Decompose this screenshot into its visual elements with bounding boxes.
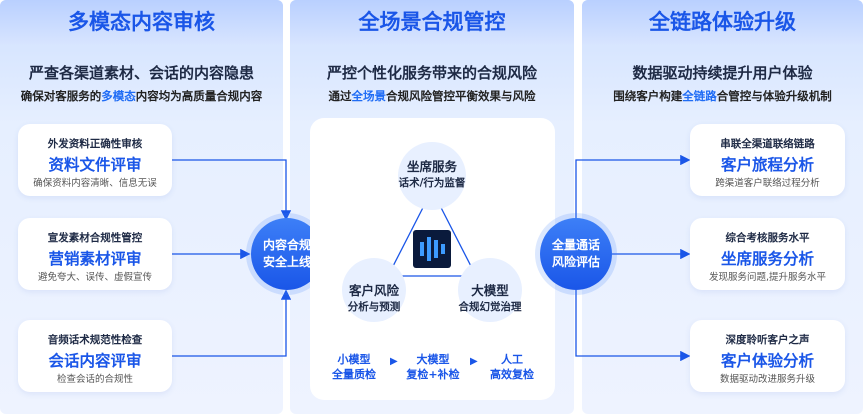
connector-arrow [172,159,292,221]
connector-arrow [575,290,691,362]
card-description: 避免夸大、误传、虚假宣传 [37,272,152,283]
panel-title: 全链路体验升级 [582,0,863,44]
card-title: 客户旅程分析 [720,156,814,174]
node-title: 坐席服务 [406,159,457,174]
panel-description: 确保对客服务的多模态内容均为高质量合规内容 [0,88,283,104]
sound-wave-logo-icon [413,230,451,268]
desc-highlight: 多模态 [101,89,136,103]
node-bubble [398,142,466,210]
flow-step: 小模型 全量质检 [324,352,384,382]
desc-text: 确保对客服务的 [20,89,102,103]
node-subtitle: 合规幻觉治理 [458,301,522,313]
card-title: 资料文件评审 [48,156,142,174]
hub-label: 安全上线 [262,255,311,269]
card-subtitle: 宣发素材合规性管控 [47,232,143,244]
card-subtitle: 音频话术规范性检查 [47,334,143,346]
card-subtitle: 串联全渠道联络链路 [720,138,815,150]
analysis-card: 深度聆听客户之声 客户体验分析 数据驱动改进服务升级 [690,320,845,392]
panel-subtitle: 数据驱动持续提升用户体验 [632,64,813,82]
node-title: 大模型 [471,283,509,298]
card-title: 客户体验分析 [720,352,814,370]
panel-description: 围绕客户构建全链路合管控与体验升级机制 [582,88,863,104]
node-customer-risk: 客户风险 分析与预测 [324,280,424,314]
desc-highlight: 全场景 [351,89,387,103]
analysis-card: 串联全渠道联络链路 客户旅程分析 跨渠道客户联络过程分析 [690,124,845,196]
flow-step-title: 人工 [501,353,523,366]
panel-title: 全场景合规管控 [290,0,574,44]
card-description: 检查会话的合规性 [56,374,133,385]
connector-arrow [575,154,691,220]
desc-text: 合管控与体验升级机制 [716,89,832,103]
flow-step-title: 大模型 [416,353,450,366]
desc-text: 通过 [328,89,352,103]
flow-arrow-icon: ▶ [470,356,478,367]
node-subtitle: 话术/行为监督 [398,177,466,189]
panel-title: 多模态内容审核 [0,0,283,44]
triangle-diagram [342,142,522,322]
flow-step: 人工 高效复检 [482,352,542,382]
review-card: 外发资料正确性审核 资料文件评审 确保资料内容清晰、信息无误 [18,124,172,196]
node-agent-service: 坐席服务 话术/行为监督 [382,156,482,190]
desc-text: 内容均为高质量合规内容 [135,89,263,103]
card-title: 坐席服务分析 [720,250,814,268]
desc-text: 合规风险管控平衡效果与风险 [386,89,536,103]
node-bubble [458,258,522,322]
review-card: 音频话术规范性检查 会话内容评审 检查会话的合规性 [18,320,172,392]
flow-step-subtitle: 高效复检 [490,368,534,381]
flow-arrow-icon: ▶ [390,356,398,367]
card-description: 确保资料内容清晰、信息无误 [33,178,157,189]
panel-subtitle: 严控个性化服务带来的合规风险 [326,64,537,82]
compliance-diagram-card: 坐席服务 话术/行为监督 客户风险 分析与预测 大模型 合规幻觉治理 小模型 全… [310,118,555,400]
flow-step-subtitle: 全量质检 [332,368,376,381]
card-subtitle: 外发资料正确性审核 [47,138,143,150]
node-bubble [342,258,406,322]
card-title: 会话内容评审 [48,352,142,370]
card-description: 数据驱动改进服务升级 [719,374,815,385]
card-description: 跨渠道客户联络过程分析 [715,178,820,189]
card-subtitle: 综合考核服务水平 [725,232,810,244]
node-subtitle: 分析与预测 [347,301,401,313]
hub-label: 风险评估 [551,255,600,269]
card-title: 营销素材评审 [48,250,142,268]
desc-highlight: 全链路 [682,89,717,103]
node-large-model: 大模型 合规幻觉治理 [440,280,540,314]
connector-arrow [172,289,292,357]
card-subtitle: 深度聆听客户之声 [725,334,810,346]
panel-description: 通过全场景合规风险管控平衡效果与风险 [290,88,574,104]
flow-step-subtitle: 复检+补检 [406,368,460,381]
flow-step-title: 小模型 [337,353,371,366]
hub-label: 内容合规 [262,238,311,252]
flow-step: 大模型 复检+补检 [403,352,463,382]
card-description: 发现服务问题,提升服务水平 [708,272,827,283]
analysis-card: 综合考核服务水平 坐席服务分析 发现服务问题,提升服务水平 [690,218,845,290]
review-card: 宣发素材合规性管控 营销素材评审 避免夸大、误传、虚假宣传 [18,218,172,290]
panel-subtitle: 严查各渠道素材、会话的内容隐患 [28,64,254,82]
node-title: 客户风险 [348,283,399,298]
desc-text: 围绕客户构建 [613,89,683,103]
risk-assessment-hub-circle: 全量通话 风险评估 [540,218,612,290]
hub-label: 全量通话 [551,238,600,252]
